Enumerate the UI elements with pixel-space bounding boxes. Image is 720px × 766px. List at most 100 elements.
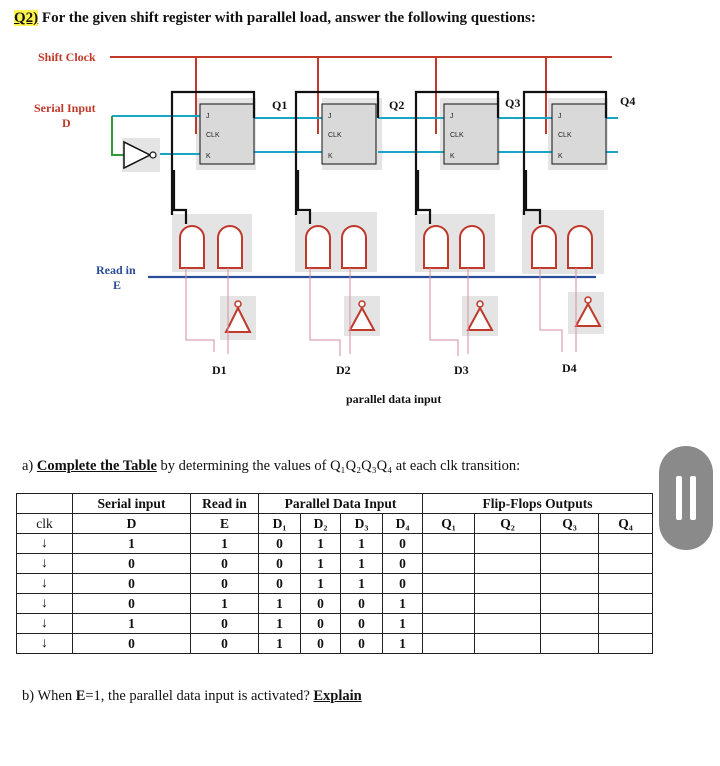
sub-header-d3: D₃ xyxy=(340,513,383,534)
part-a-underlined: Complete the Table xyxy=(36,458,157,474)
clk-transition-cell: ↓ xyxy=(16,553,73,574)
table-cell: 0 xyxy=(340,613,383,634)
table-cell: 0 xyxy=(190,573,259,594)
table-cell: 1 xyxy=(190,593,259,614)
output-answer-cell[interactable] xyxy=(422,593,475,614)
clk-transition-cell: ↓ xyxy=(16,533,73,554)
header-flip-flop-outputs: Flip-Flops Outputs xyxy=(422,493,653,514)
read-e-label: E xyxy=(113,278,122,292)
output-answer-cell[interactable] xyxy=(422,573,475,594)
svg-text:CLK: CLK xyxy=(206,132,220,139)
sub-header-clk: clk xyxy=(16,513,73,534)
table-cell: 0 xyxy=(72,573,191,594)
sub-header-d1: D₁ xyxy=(258,513,301,534)
table-cell: 0 xyxy=(258,533,301,554)
table-cell: 0 xyxy=(300,593,341,614)
part-a-rest: by determining the values of Q₁Q₂Q₃Q₄ at… xyxy=(160,458,521,474)
flip-flops xyxy=(199,103,607,165)
table-cell: 0 xyxy=(382,533,423,554)
flip-flop-4 xyxy=(551,103,607,165)
sub-header-q4: Q₄ xyxy=(598,513,653,534)
output-answer-cell[interactable] xyxy=(540,533,599,554)
table-cell: 0 xyxy=(190,613,259,634)
output-answer-cell[interactable] xyxy=(474,553,541,574)
table-cell: 0 xyxy=(340,633,383,654)
output-answer-cell[interactable] xyxy=(598,533,653,554)
part-b-prompt: b) When E=1, the parallel data input is … xyxy=(22,688,362,705)
output-answer-cell[interactable] xyxy=(598,573,653,594)
output-q2-label: Q2 xyxy=(389,98,405,112)
read-in-label: Read in xyxy=(96,263,136,277)
output-answer-cell[interactable] xyxy=(422,613,475,634)
table-cell: 0 xyxy=(382,573,423,594)
table-sub-header-row: clk D E D₁ D₂ D₃ D₄ Q₁ Q₂ Q₃ Q₄ xyxy=(16,513,653,534)
table-cell: 0 xyxy=(72,593,191,614)
table-cell: 0 xyxy=(340,593,383,614)
serial-d-label: D xyxy=(62,116,71,130)
table-cell: 1 xyxy=(382,593,423,614)
serial-input-label: Serial Input xyxy=(34,101,96,115)
table-cell: 1 xyxy=(340,533,383,554)
output-answer-cell[interactable] xyxy=(540,553,599,574)
output-answer-cell[interactable] xyxy=(598,553,653,574)
table-cell: 1 xyxy=(300,573,341,594)
toggle-bar-left-icon xyxy=(676,476,682,520)
table-cell: 1 xyxy=(382,633,423,654)
output-answer-cell[interactable] xyxy=(540,573,599,594)
output-answer-cell[interactable] xyxy=(474,573,541,594)
output-answer-cell[interactable] xyxy=(540,633,599,654)
sub-header-q2: Q₂ xyxy=(474,513,541,534)
table-cell: 1 xyxy=(340,573,383,594)
table-cell: 0 xyxy=(300,633,341,654)
svg-text:CLK: CLK xyxy=(328,132,342,139)
table-cell: 0 xyxy=(72,553,191,574)
svg-text:J: J xyxy=(328,113,332,120)
part-b-bold: E xyxy=(75,688,86,704)
output-answer-cell[interactable] xyxy=(422,553,475,574)
table-cell: 0 xyxy=(258,553,301,574)
output-answer-cell[interactable] xyxy=(540,613,599,634)
parallel-data-label: parallel data input xyxy=(346,392,442,406)
input-d2-label: D2 xyxy=(336,363,351,377)
output-answer-cell[interactable] xyxy=(598,633,653,654)
output-answer-cell[interactable] xyxy=(474,613,541,634)
shift-clock-label: Shift Clock xyxy=(38,50,96,64)
svg-text:J: J xyxy=(206,113,210,120)
output-answer-cell[interactable] xyxy=(598,613,653,634)
svg-text:K: K xyxy=(206,153,211,160)
part-a-prefix: a) xyxy=(22,458,34,474)
output-answer-cell[interactable] xyxy=(474,633,541,654)
flip-flop-2 xyxy=(321,103,377,165)
question-text: For the given shift register with parall… xyxy=(41,10,536,26)
svg-text:K: K xyxy=(558,153,563,160)
sub-header-d2: D₂ xyxy=(300,513,341,534)
flip-flop-3 xyxy=(443,103,499,165)
table-cell: 0 xyxy=(258,573,301,594)
flip-flop-1 xyxy=(199,103,607,165)
table-cell: 1 xyxy=(72,533,191,554)
output-answer-cell[interactable] xyxy=(598,593,653,614)
toggle-bar-right-icon xyxy=(690,476,696,520)
output-q1-label: Q1 xyxy=(272,98,288,112)
header-read-in: Read in xyxy=(190,493,259,514)
output-answer-cell[interactable] xyxy=(422,633,475,654)
table-cell: 1 xyxy=(340,553,383,574)
table-cell: 0 xyxy=(190,553,259,574)
output-answer-cell[interactable] xyxy=(540,593,599,614)
truth-table: Serial input Read in Parallel Data Input… xyxy=(16,493,653,654)
part-b-middle: =1, the parallel data input is activated… xyxy=(85,688,310,704)
sub-header-d4: D₄ xyxy=(382,513,423,534)
input-d1-label: D1 xyxy=(212,363,227,377)
side-panel-toggle-button[interactable] xyxy=(659,446,713,550)
output-answer-cell[interactable] xyxy=(422,533,475,554)
output-answer-cell[interactable] xyxy=(474,593,541,614)
output-answer-cell[interactable] xyxy=(474,533,541,554)
svg-text:K: K xyxy=(450,153,455,160)
svg-text:CLK: CLK xyxy=(450,132,464,139)
table-cell: 1 xyxy=(258,613,301,634)
table-cell: 0 xyxy=(190,633,259,654)
